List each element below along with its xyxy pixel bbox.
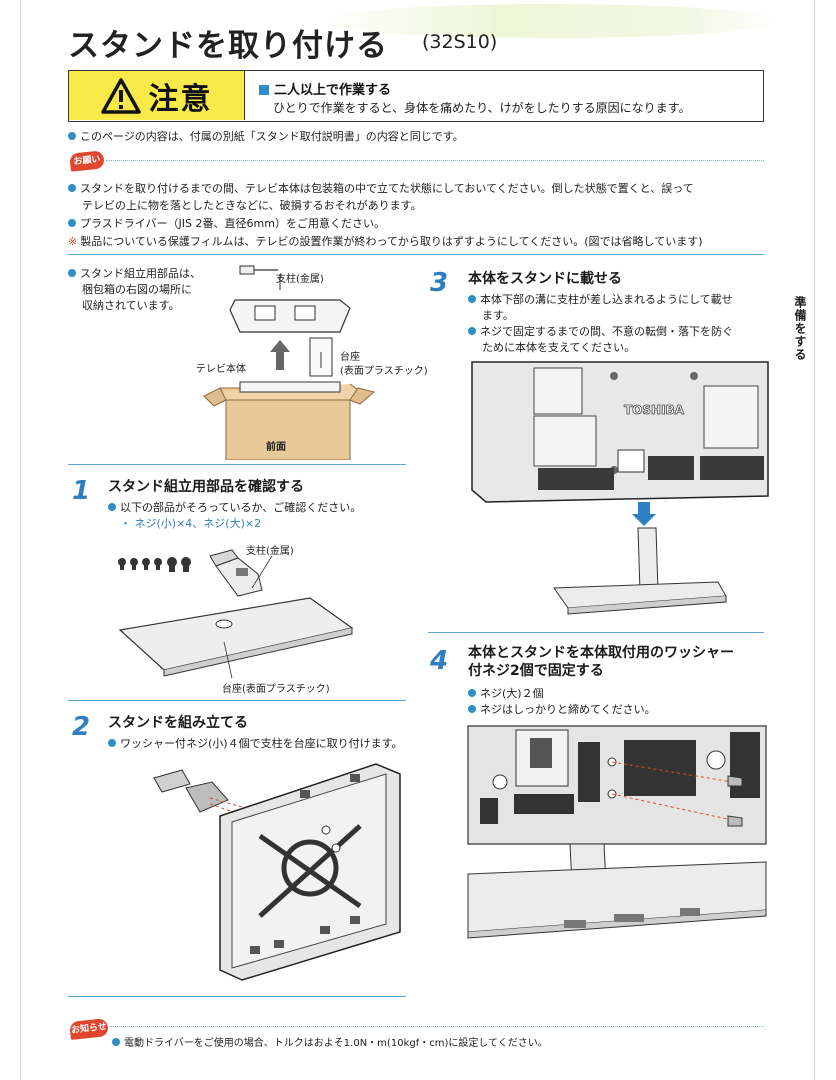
caution-heading: 二人以上で作業する	[259, 79, 391, 98]
request-item-2: プラスドライバー（JIS 2番、直径6mm）をご用意ください。	[68, 215, 385, 231]
dotted-divider	[110, 1026, 764, 1027]
down-arrow-icon	[632, 502, 656, 526]
step-2-text: ワッシャー付ネジ(小)４個で支柱を台座に取り付けます。	[108, 736, 402, 752]
assembly-illustration	[153, 763, 401, 981]
step-1-title: スタンド組立用部品を確認する	[108, 479, 304, 495]
caution-word: 注意	[148, 81, 213, 117]
page-border-right	[814, 0, 815, 1080]
dotted-divider	[106, 160, 764, 161]
step-divider	[428, 632, 764, 633]
pillar-icon	[637, 527, 659, 593]
packaging-illustration	[203, 265, 376, 460]
side-tab-preparation: 準備をする	[793, 296, 807, 361]
label-pillar-storage: 支柱(金属)	[276, 274, 324, 285]
step-4-number: 4	[430, 646, 449, 676]
section-divider	[68, 254, 764, 255]
request-item-1-cont: テレビの上に物を落としたときなどに、破損するおそれがあります。	[82, 199, 422, 212]
reference-mark-icon: ※	[68, 235, 78, 248]
tv-bottom-icon	[467, 725, 767, 845]
bullet-icon	[468, 689, 476, 697]
bullet-icon	[68, 219, 76, 227]
square-bullet-icon	[259, 85, 269, 95]
parts-illustration	[118, 549, 354, 679]
warning-triangle-icon	[100, 77, 141, 114]
step-2-title: スタンドを組み立てる	[108, 715, 248, 731]
label-front: 前面	[266, 442, 286, 453]
bullet-icon	[68, 269, 76, 277]
svg-text:TOSHIBA: TOSHIBA	[624, 403, 685, 417]
request-tag: お願い	[69, 150, 105, 172]
bullet-icon	[468, 327, 476, 335]
caution-text: ひとりで作業をすると、身体を痛めたり、けがをしたりする原因になります。	[273, 101, 691, 115]
bullet-icon	[68, 184, 76, 192]
toshiba-logo: TOSHIBA	[624, 403, 685, 418]
step-3-title: 本体をスタンドに載せる	[468, 271, 622, 287]
caution-box: 注意 二人以上で作業する ひとりで作業をすると、身体を痛めたり、けがをしたりする…	[68, 70, 764, 122]
screw-fixing-illustration	[467, 725, 767, 939]
info-tag: お知らせ	[69, 1018, 109, 1040]
intro-note: このページの内容は、付属の別紙「スタンド取付説明書」の内容と同じです。	[68, 128, 464, 144]
step-2-number: 2	[72, 712, 91, 742]
step-divider	[68, 996, 406, 997]
bullet-icon	[468, 295, 476, 303]
caution-badge: 注意	[69, 71, 245, 120]
bullet-icon	[108, 739, 116, 747]
request-item-3: ※製品についている保護フィルムは、テレビの設置作業が終わってから取りはずすように…	[68, 235, 703, 248]
storage-note: スタンド組立用部品は、 梱包箱の右図の場所に 収納されています。	[68, 266, 201, 314]
screw-icon	[727, 775, 743, 787]
label-base-step1: 台座(表面プラスチック)	[222, 684, 330, 695]
bullet-icon	[68, 132, 76, 140]
label-base-storage-sub: (表面プラスチック)	[340, 366, 428, 377]
header-decoration	[320, 4, 780, 38]
request-item-1: スタンドを取り付けるまでの間、テレビ本体は包装箱の中で立てた状態にしておいてくだ…	[68, 180, 694, 196]
tv-on-stand-illustration: TOSHIBA	[471, 361, 769, 615]
bullet-icon	[468, 705, 476, 713]
pillar-icon	[153, 769, 191, 793]
step-3-number: 3	[430, 268, 449, 298]
screws-icon	[118, 557, 191, 572]
step-4-title: 本体とスタンドを本体取付用のワッシャー 付ネジ2個で固定する	[468, 645, 734, 679]
step-1-text: 以下の部品がそろっているか、ご確認ください。 ・ ネジ(小)×4、ネジ(大)×2	[108, 500, 361, 532]
page-border-left	[20, 0, 21, 1080]
step-divider	[68, 700, 406, 701]
step-4-text: ネジ(大)２個 ネジはしっかりと締めてください。	[468, 686, 656, 718]
bullet-icon	[108, 503, 116, 511]
label-tv-body: テレビ本体	[196, 364, 246, 375]
bullet-icon	[112, 1038, 120, 1046]
footer-note: 電動ドライバーをご使用の場合、トルクはおよそ1.0N・m(10kgf・cm)に設…	[112, 1034, 548, 1049]
label-pillar-step1: 支柱(金属)	[246, 546, 294, 557]
screw-icon	[727, 815, 743, 827]
step-1-number: 1	[72, 476, 91, 506]
step-divider	[68, 464, 406, 465]
model-number: (32S10)	[422, 31, 498, 53]
step-3-text: 本体下部の溝に支柱が差し込まれるようにして載せ ます。 ネジで固定するまでの間、…	[468, 292, 733, 356]
label-base-storage: 台座	[340, 352, 360, 363]
foam-insert-icon	[229, 299, 351, 333]
page-title: スタンドを取り付ける	[68, 28, 388, 64]
